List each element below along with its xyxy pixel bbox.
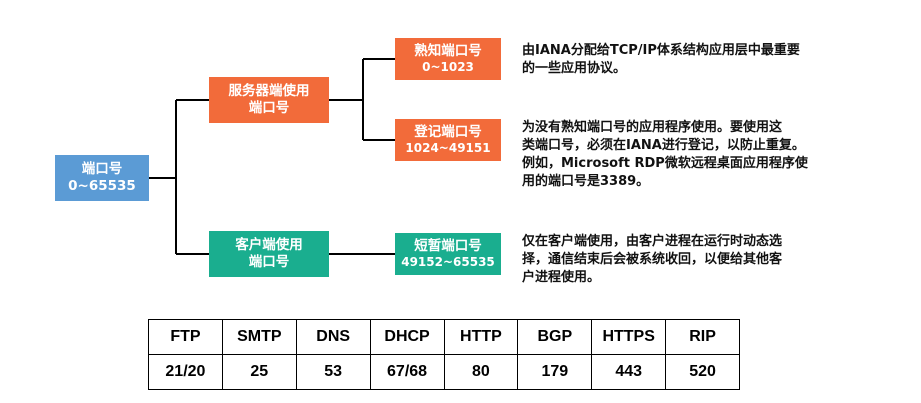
description-line: 户进程使用。 bbox=[522, 270, 601, 285]
port-cell: 443 bbox=[591, 354, 667, 390]
ephemeral-port-range: 49152~65535 bbox=[401, 254, 495, 269]
port-cell: 520 bbox=[665, 354, 740, 390]
description-line: 的一些应用协议。 bbox=[522, 61, 627, 76]
port-cell: 80 bbox=[443, 354, 519, 390]
protocol-row: FTP SMTP DNS DHCP HTTP BGP HTTPS RIP bbox=[148, 319, 740, 355]
protocol-cell: RIP bbox=[665, 319, 740, 355]
common-ports-table: FTP SMTP DNS DHCP HTTP BGP HTTPS RIP 21/… bbox=[148, 319, 740, 390]
port-cell: 179 bbox=[517, 354, 593, 390]
description-line: 由IANA分配给TCP/IP体系结构应用层中最重要 bbox=[522, 43, 800, 58]
well-known-description: 由IANA分配给TCP/IP体系结构应用层中最重要 的一些应用协议。 bbox=[522, 42, 800, 78]
protocol-cell: SMTP bbox=[221, 319, 297, 355]
description-line: 为没有熟知端口号的应用程序使用。要使用这 bbox=[522, 120, 783, 135]
protocol-cell: HTTPS bbox=[591, 319, 667, 355]
server-port-box: 服务器端使用 端口号 bbox=[209, 77, 329, 123]
port-cell: 21/20 bbox=[148, 354, 223, 390]
client-port-label: 客户端使用 bbox=[235, 237, 303, 254]
server-port-label-2: 端口号 bbox=[248, 100, 290, 116]
port-cell: 53 bbox=[295, 354, 371, 390]
root-port-box: 端口号 0~65535 bbox=[55, 155, 149, 201]
protocol-cell: BGP bbox=[517, 319, 593, 355]
registered-port-range: 1024~49151 bbox=[405, 140, 491, 155]
root-port-range: 0~65535 bbox=[68, 178, 136, 194]
ephemeral-description: 仅在客户端使用，由客户进程在运行时动态选 择，通信结束后会被系统收回，以便给其他… bbox=[522, 233, 782, 287]
ephemeral-port-box: 短暂端口号 49152~65535 bbox=[395, 233, 501, 275]
protocol-cell: HTTP bbox=[443, 319, 519, 355]
description-line: 例如，Microsoft RDP微软远程桌面应用程序使 bbox=[522, 156, 808, 171]
root-port-label: 端口号 bbox=[81, 161, 123, 178]
ephemeral-port-label: 短暂端口号 bbox=[414, 238, 482, 255]
well-known-port-range: 0~1023 bbox=[422, 59, 474, 74]
server-port-label: 服务器端使用 bbox=[228, 83, 310, 100]
port-row: 21/20 25 53 67/68 80 179 443 520 bbox=[148, 354, 740, 390]
client-port-label-2: 端口号 bbox=[248, 254, 290, 270]
well-known-port-label: 熟知端口号 bbox=[414, 43, 482, 60]
protocol-cell: FTP bbox=[148, 319, 223, 355]
protocol-cell: DNS bbox=[295, 319, 371, 355]
description-line: 用的端口号是3389。 bbox=[522, 174, 650, 189]
registered-port-label: 登记端口号 bbox=[414, 124, 482, 141]
port-cell: 25 bbox=[221, 354, 297, 390]
registered-port-box: 登记端口号 1024~49151 bbox=[395, 119, 501, 161]
well-known-port-box: 熟知端口号 0~1023 bbox=[395, 38, 501, 80]
port-cell: 67/68 bbox=[369, 354, 445, 390]
registered-description: 为没有熟知端口号的应用程序使用。要使用这 类端口号，必须在IANA进行登记，以防… bbox=[522, 119, 808, 191]
description-line: 类端口号，必须在IANA进行登记，以防止重复。 bbox=[522, 138, 805, 153]
client-port-box: 客户端使用 端口号 bbox=[209, 231, 329, 277]
protocol-cell: DHCP bbox=[369, 319, 445, 355]
description-line: 仅在客户端使用，由客户进程在运行时动态选 bbox=[522, 234, 783, 249]
description-line: 择，通信结束后会被系统收回，以便给其他客 bbox=[522, 252, 783, 267]
